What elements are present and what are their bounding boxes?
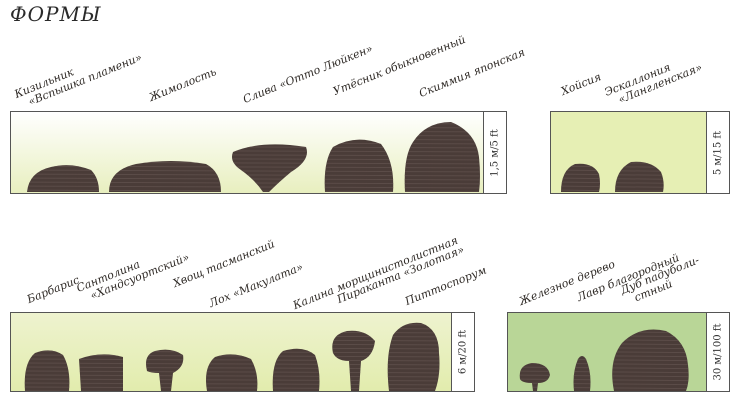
- plant-label-cotoneaster: Кизильник «Вспышка пламени»: [13, 41, 144, 112]
- plant-shape-honeysuckle: [109, 161, 221, 192]
- plants-svg-3: [11, 313, 475, 392]
- plant-label-honeysuckle: Жимолость: [148, 66, 219, 104]
- texture-stripe: [11, 122, 507, 124]
- texture-stripe: [508, 391, 730, 392]
- plant-label-santolina: Сантолина «Хандсуортский»: [75, 240, 191, 306]
- texture-stripe: [551, 130, 730, 132]
- texture-stripe: [551, 118, 730, 120]
- plant-shape-skimmia: [405, 122, 480, 192]
- texture-stripe: [11, 323, 475, 325]
- texture-stripe: [508, 339, 730, 341]
- panel-shrubs-small: 1,5 м/5 ft: [10, 111, 507, 194]
- texture-stripe: [508, 327, 730, 329]
- plants-svg-4: [508, 313, 730, 392]
- texture-stripe: [508, 335, 730, 337]
- texture-stripe: [551, 154, 730, 156]
- texture-stripe: [11, 391, 475, 392]
- panel-shrubs-medium: 5 м/15 ft: [550, 111, 730, 194]
- texture-stripe: [551, 146, 730, 148]
- panel-shrubs-large: 6 м/20 ft: [10, 312, 475, 392]
- plant-label-viburnum: Калина морщинистолистная: [292, 235, 460, 312]
- plant-label-text: Хойсия: [559, 70, 603, 98]
- texture-stripe: [551, 150, 730, 152]
- plant-label-text: Барбарис: [25, 273, 81, 306]
- plant-label-barberry: Барбарис: [26, 274, 82, 306]
- texture-stripe: [551, 138, 730, 140]
- texture-stripe: [551, 126, 730, 128]
- texture-stripe: [551, 122, 730, 124]
- texture-stripe: [551, 134, 730, 136]
- texture-stripe: [551, 114, 730, 116]
- texture-stripe: [508, 343, 730, 345]
- plant-label-text: Жимолость: [147, 65, 218, 104]
- texture-stripe: [551, 158, 730, 160]
- plant-label-choisya: Хойсия: [560, 71, 604, 98]
- texture-stripe: [508, 315, 730, 317]
- texture-stripe: [11, 319, 475, 321]
- texture-stripe: [11, 118, 507, 120]
- plant-label-escallonia: Эскаллония «Лангленская»: [603, 51, 704, 110]
- plant-label-text: Калина морщинистолистная: [291, 234, 460, 312]
- plant-label-text: Слива «Отто Люйкен»: [241, 42, 374, 106]
- texture-stripe: [508, 331, 730, 333]
- panel-trees: 30 м/100 ft: [507, 312, 730, 392]
- texture-stripe: [11, 114, 507, 116]
- plant-shape-laurel: [574, 356, 591, 391]
- plants-svg-2: [551, 112, 730, 194]
- texture-stripe: [551, 142, 730, 144]
- plant-label-plum: Слива «Отто Люйкен»: [242, 43, 375, 106]
- texture-stripe: [508, 319, 730, 321]
- plants-svg-1: [11, 112, 507, 194]
- texture-stripe: [11, 315, 475, 317]
- page-title: ФОРМЫ: [10, 2, 102, 26]
- texture-stripe: [508, 323, 730, 325]
